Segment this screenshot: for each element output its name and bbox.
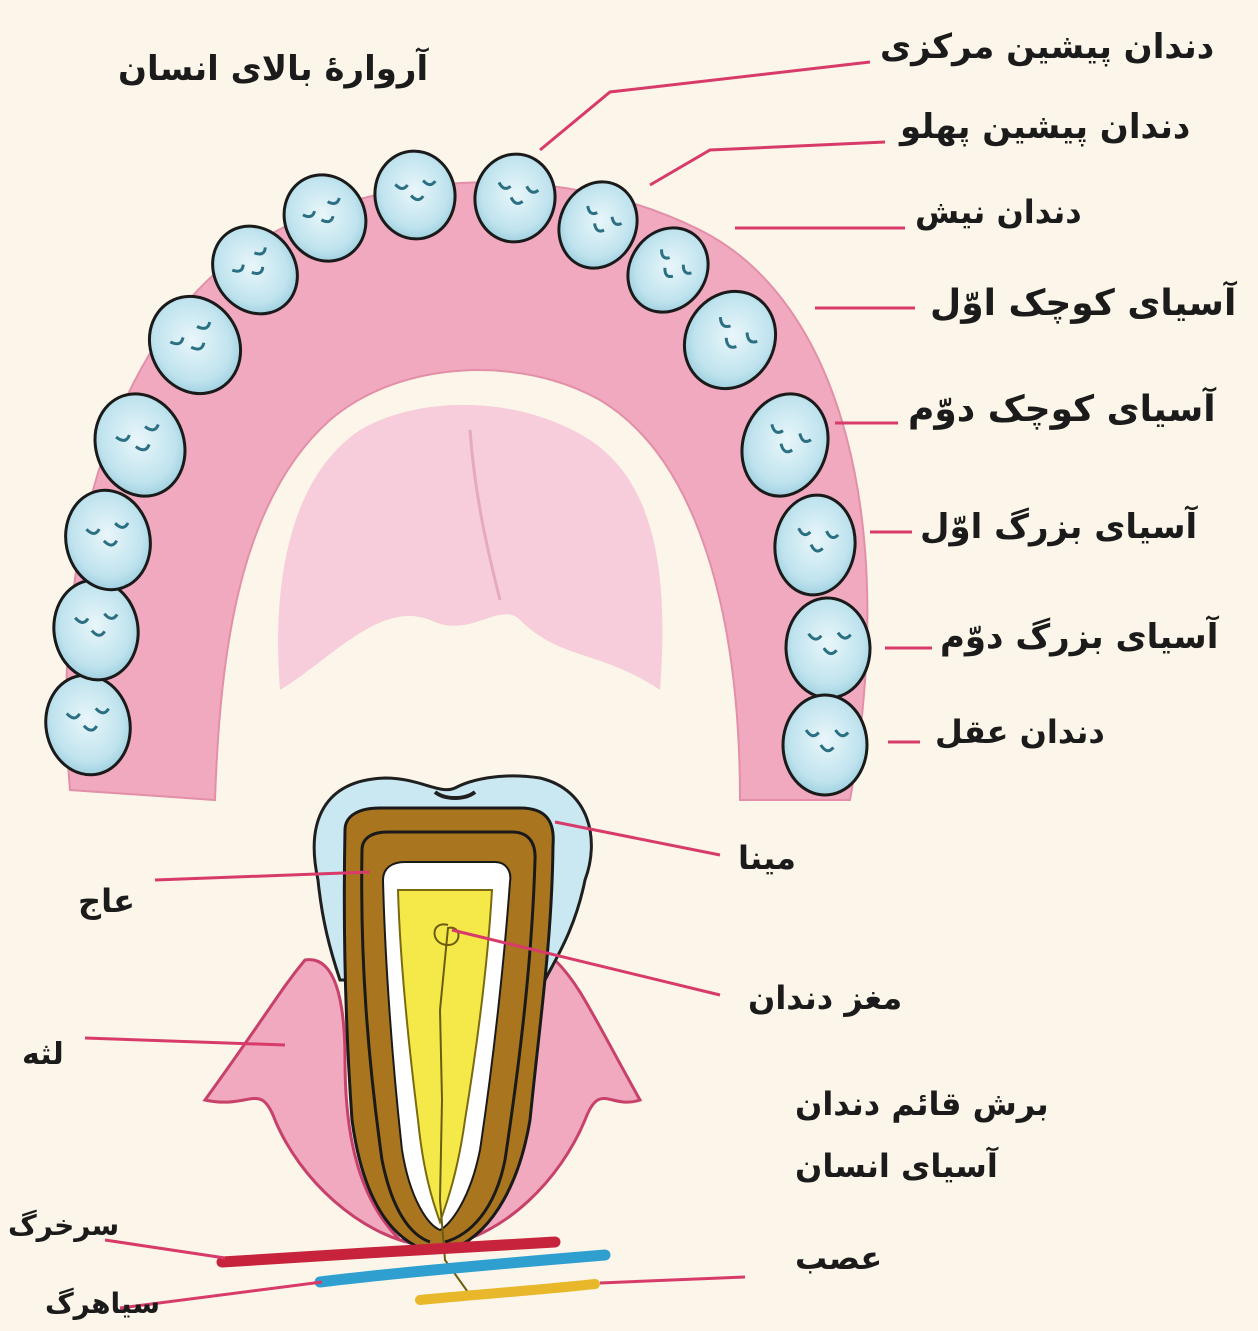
label-first-molar: آسیای بزرگ اوّل	[920, 510, 1197, 544]
tooth-cross-section	[205, 776, 640, 1295]
nerve-vessel	[420, 1284, 595, 1300]
label-second-molar: آسیای بزرگ دوّم	[940, 620, 1218, 654]
label-second-premolar: آسیای کوچک دوّم	[908, 392, 1216, 428]
jaw-title: آروارهٔ بالای انسان	[118, 52, 428, 86]
tooth	[784, 597, 871, 700]
label-gum: لثه	[22, 1040, 64, 1070]
label-nerve: عصب	[795, 1242, 882, 1274]
upper-jaw	[38, 146, 872, 800]
label-vein: سیاهرگ	[45, 1290, 160, 1318]
label-enamel: مینا	[738, 842, 796, 874]
leader-lateral-incisor	[650, 142, 885, 185]
caption-line-2: آسیای انسان	[795, 1150, 998, 1182]
caption-line-1: برش قائم دندان	[795, 1088, 1049, 1120]
label-canine: دندان نیش	[915, 196, 1082, 228]
label-wisdom-tooth: دندان عقل	[935, 716, 1105, 748]
leader-central-incisor	[540, 62, 870, 150]
label-pulp: مغز دندان	[748, 982, 902, 1014]
label-central-incisor: دندان پیشین مرکزی	[880, 30, 1214, 64]
label-artery: سرخرگ	[8, 1212, 119, 1240]
leader-nerve	[600, 1277, 745, 1283]
blood-vessels	[222, 1242, 605, 1300]
label-lateral-incisor: دندان پیشین پهلو	[900, 110, 1190, 144]
tooth	[783, 695, 867, 795]
leader-artery	[105, 1240, 225, 1258]
label-dentin: عاج	[78, 885, 135, 917]
vein-vessel	[320, 1255, 605, 1282]
label-first-premolar: آسیای کوچک اوّل	[930, 286, 1236, 322]
